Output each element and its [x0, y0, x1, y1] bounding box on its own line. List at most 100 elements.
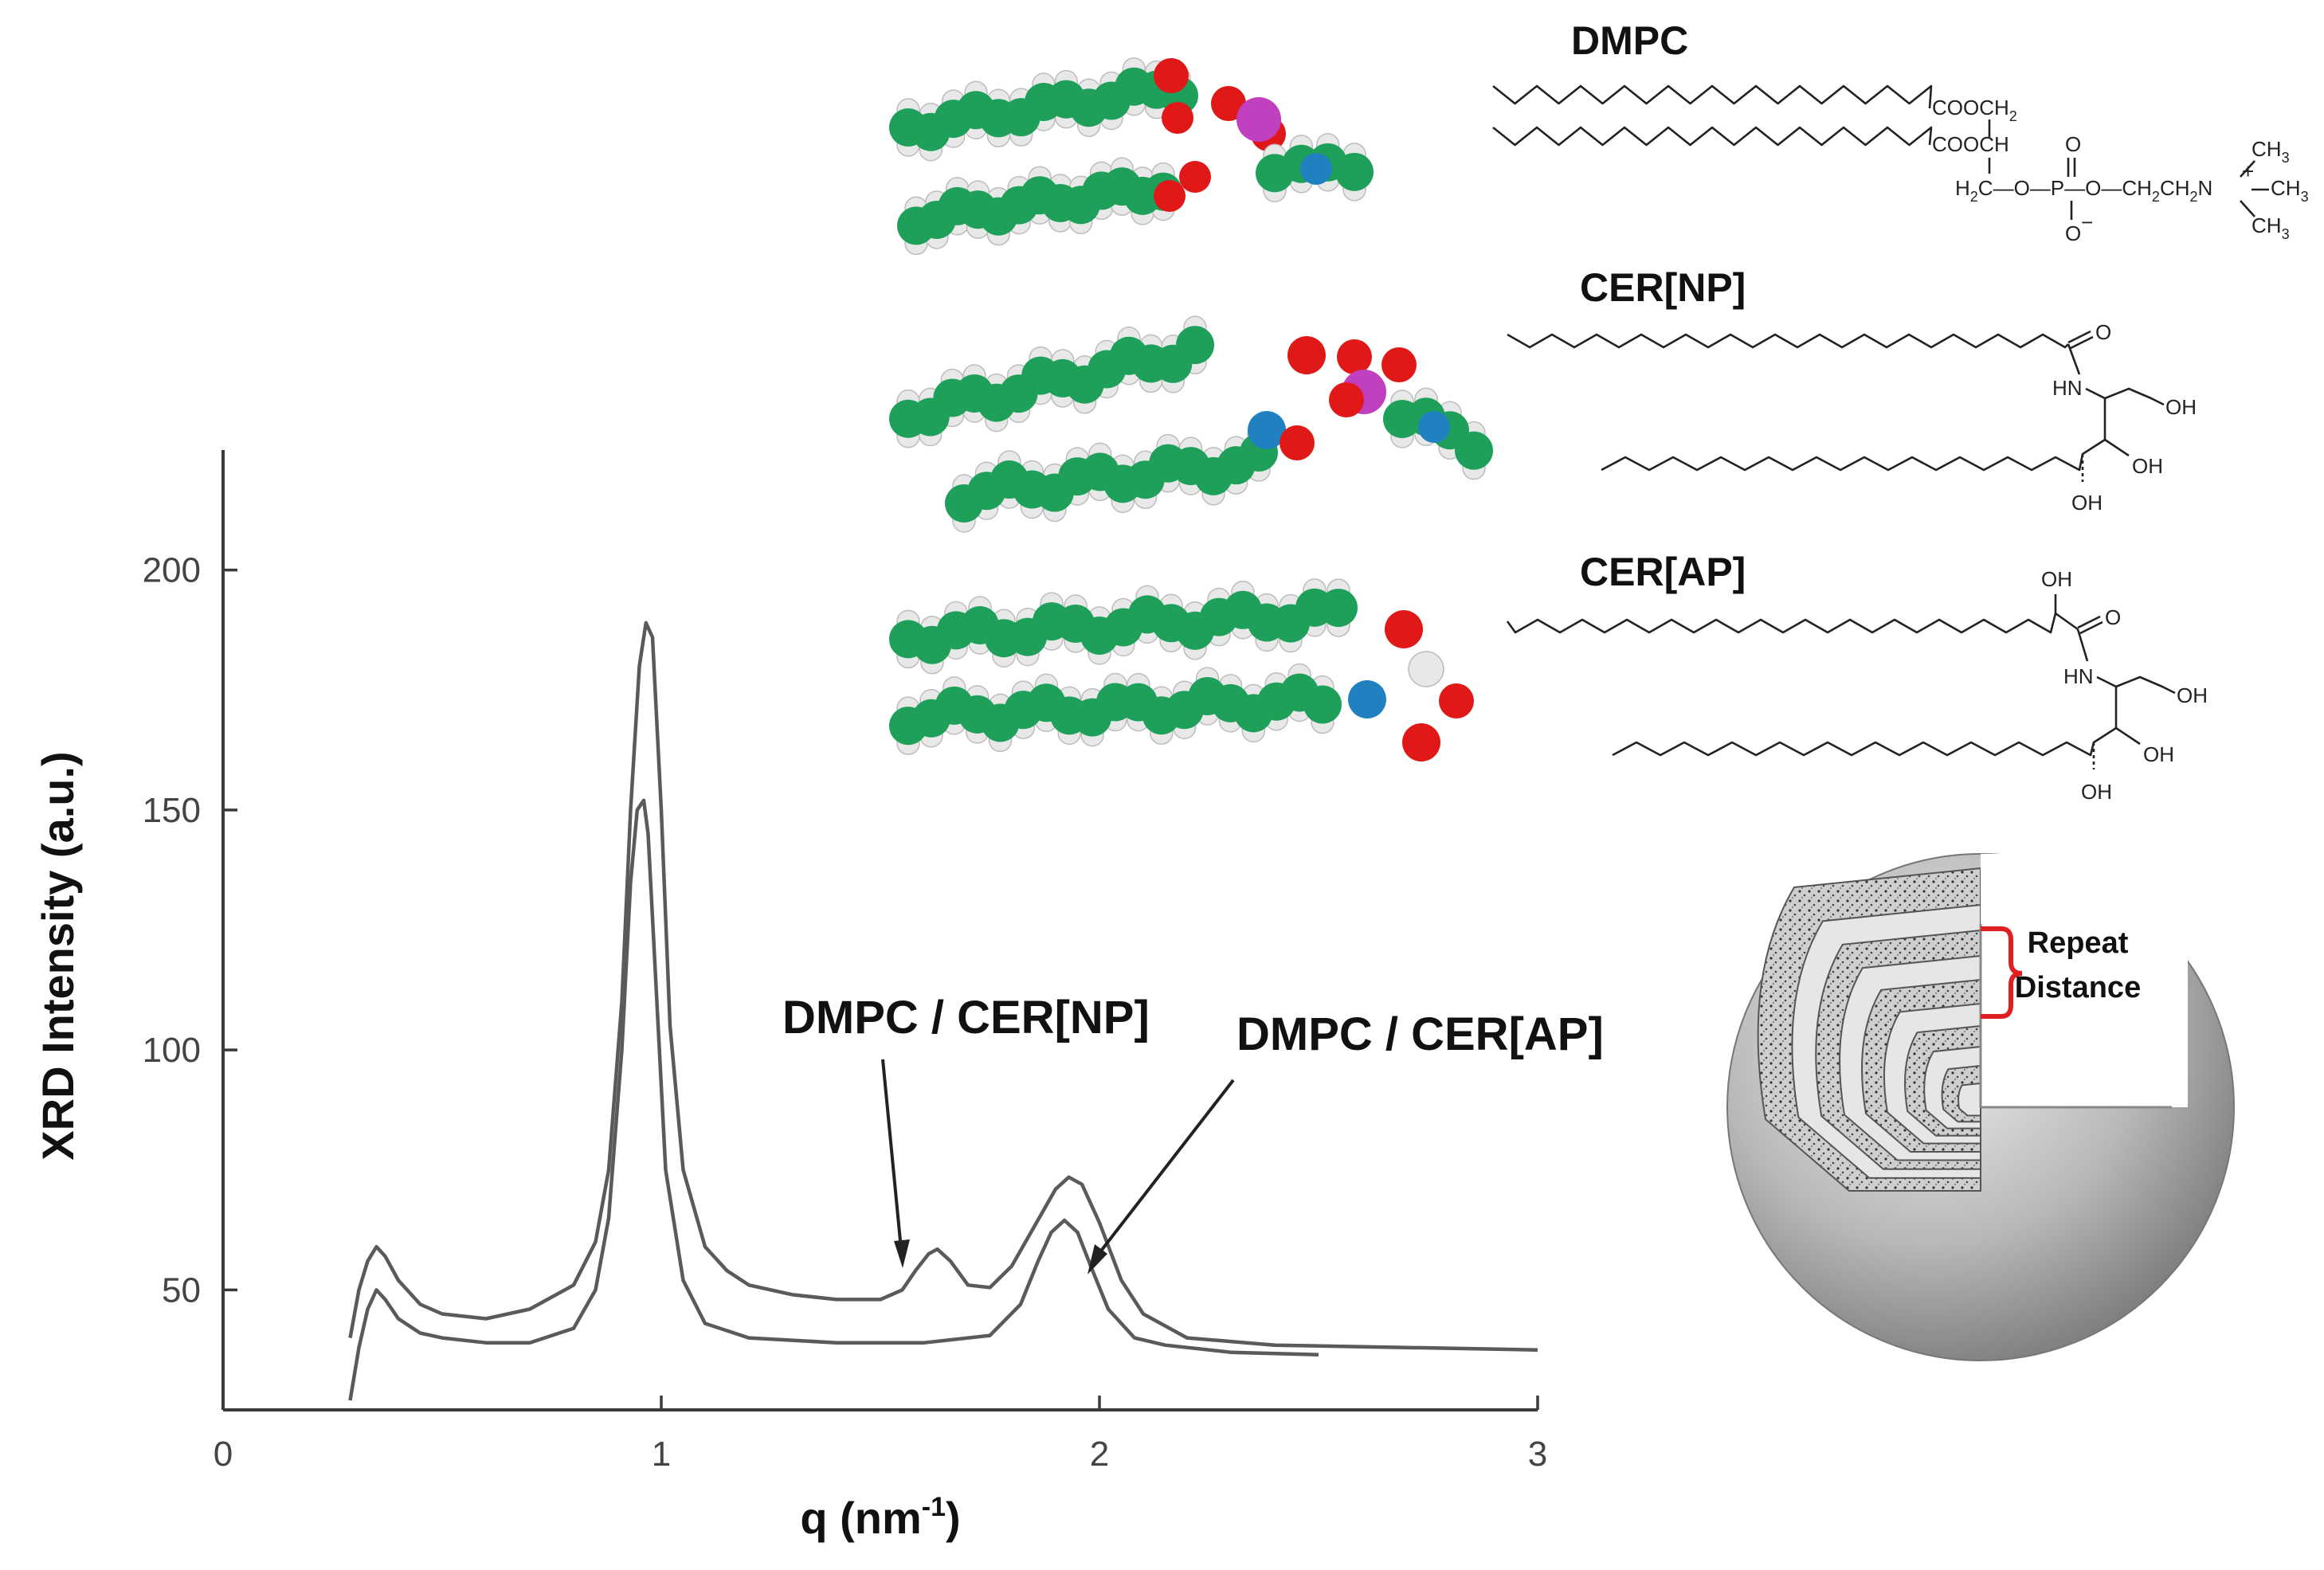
atom: [1303, 685, 1342, 724]
dmpc-ch3-bottom: CH3: [2251, 213, 2290, 242]
atom: [1176, 326, 1214, 365]
annotation-np-arrow-shaft: [881, 1059, 903, 1250]
atom: [1248, 411, 1286, 449]
dmpc-chain-2: [1492, 126, 1933, 147]
dmpc-space-fill-model: [889, 57, 1374, 256]
cer-ap-oh-3: OH: [2081, 780, 2112, 804]
dmpc-n-ch3-top-bond: [2240, 160, 2255, 178]
atom: [1287, 336, 1326, 374]
atom: [1402, 723, 1440, 762]
cer-ap-ch2oh: [2115, 675, 2176, 695]
atom: [1236, 97, 1281, 142]
atom: [1162, 102, 1193, 134]
atom: [1179, 161, 1211, 193]
y-axis-title: XRD Intensity (a.u.): [33, 751, 83, 1160]
cer-ap-cn-bond: [2076, 628, 2089, 662]
repeat-distance-bracket: [1981, 926, 2023, 1019]
cer-ap-structure: CER[AP] OH O HN OH OH OH: [1506, 550, 2208, 804]
dmpc-structure: DMPC COOCH2 COOCH H2C—O—P—O—CH2CH2N + O …: [1492, 18, 2309, 245]
atom: [1381, 347, 1417, 382]
cer-ap-oh-top: OH: [2041, 567, 2072, 591]
x-ticks: 0 1 2 3: [214, 1396, 1547, 1474]
atom: [1335, 152, 1374, 191]
atom: [1300, 153, 1332, 185]
cer-np-space-fill-model: [889, 315, 1493, 533]
cer-np-c3-oh-2: [2104, 438, 2130, 457]
atom: [1154, 180, 1186, 212]
y-tick-label: 100: [143, 1031, 201, 1070]
x-tick-label: 0: [214, 1435, 233, 1474]
atom: [1455, 431, 1493, 470]
atom: [1337, 339, 1372, 374]
dmpc-headgroup: H2C—O—P—O—CH2CH2N: [1955, 176, 2212, 205]
cer-ap-sphingoid-chain: [1612, 726, 2117, 757]
cer-ap-space-fill-model: [889, 578, 1474, 762]
atom: [1418, 411, 1450, 443]
cutaway-white-quadrant: [1981, 854, 2188, 1107]
annotation-ap-arrow-shaft: [1095, 1079, 1235, 1259]
y-tick-label: 50: [162, 1270, 201, 1310]
cer-np-fatty-chain: [1507, 333, 2069, 349]
cer-ap-oh-2: OH: [2143, 742, 2174, 766]
cer-np-hn: HN: [2052, 376, 2083, 400]
cer-np-ch2oh: [2104, 387, 2165, 406]
x-axis: 0 1 2 3 q (nm-1): [214, 1396, 1547, 1543]
series-line-1: [348, 621, 1538, 1352]
atom: [1385, 610, 1423, 648]
cer-ap-co-double-2: [2079, 621, 2103, 635]
cer-ap-hn: HN: [2063, 664, 2094, 688]
bilayer-ring: [1958, 1082, 1981, 1117]
atom: [1211, 86, 1246, 121]
cer-np-co-double-2: [2070, 335, 2094, 350]
dmpc-ch3-right: CH3: [2271, 176, 2309, 205]
dmpc-ch3-top: CH3: [2251, 137, 2290, 166]
repeat-distance-label-2: Distance: [2015, 971, 2141, 1004]
cer-np-co-double-1: [2067, 330, 2091, 344]
cer-np-structure: CER[NP] O HN OH OH OH: [1507, 265, 2197, 515]
annotation-ap-label: DMPC / CER[AP]: [1236, 1008, 1604, 1060]
atom: [1154, 58, 1189, 93]
series-layer: [348, 621, 1538, 1401]
cer-np-n-c2: [2085, 387, 2106, 400]
cer-ap-co-double-1: [2077, 615, 2101, 629]
cer-np-cn-bond: [2067, 343, 2081, 375]
cer-np-oh-3: OH: [2071, 491, 2103, 515]
cer-ap-c3-oh-2: [2115, 726, 2141, 746]
cer-np-o: O: [2095, 320, 2111, 344]
dmpc-chain-1: [1492, 84, 1933, 109]
dmpc-ester-1: COOCH2: [1932, 96, 2017, 124]
x-axis-title: q (nm-1): [800, 1492, 960, 1543]
series-line-2: [348, 798, 1319, 1401]
cer-ap-label: CER[AP]: [1580, 550, 1746, 594]
dmpc-phosphate-o-bottom: O: [2065, 221, 2081, 245]
atom: [1319, 589, 1358, 628]
dmpc-o-minus: −: [2081, 210, 2093, 234]
cer-ap-n-c2: [2096, 675, 2117, 688]
repeat-distance-label-1: Repeat: [2028, 926, 2129, 960]
annotation-np-label: DMPC / CER[NP]: [782, 992, 1150, 1043]
cer-ap-oh-1: OH: [2177, 683, 2208, 707]
cer-np-oh-2: OH: [2132, 454, 2163, 478]
dmpc-label: DMPC: [1571, 18, 1688, 63]
cer-np-oh-1: OH: [2165, 395, 2197, 419]
x-tick-label: 1: [652, 1435, 671, 1474]
atom: [1439, 683, 1474, 718]
liposome-schematic: Repeat Distance: [1726, 853, 2235, 1361]
liposome-cutaway: [1757, 867, 1981, 1192]
atom: [1280, 425, 1315, 460]
y-tick-label: 150: [143, 791, 201, 830]
dmpc-ester-2: COOCH: [1932, 132, 2009, 156]
atom: [1348, 680, 1386, 718]
cer-ap-o: O: [2105, 605, 2121, 629]
annotation-np-arrow-head: [894, 1239, 910, 1268]
atom: [1329, 382, 1364, 417]
x-tick-label: 2: [1090, 1435, 1109, 1474]
annotation-ap-arrow-head: [1088, 1244, 1107, 1274]
annotation-np: DMPC / CER[NP] DMPC / CER[AP]: [782, 992, 1604, 1274]
cer-np-label: CER[NP]: [1580, 265, 1746, 310]
x-tick-label: 3: [1528, 1435, 1547, 1474]
